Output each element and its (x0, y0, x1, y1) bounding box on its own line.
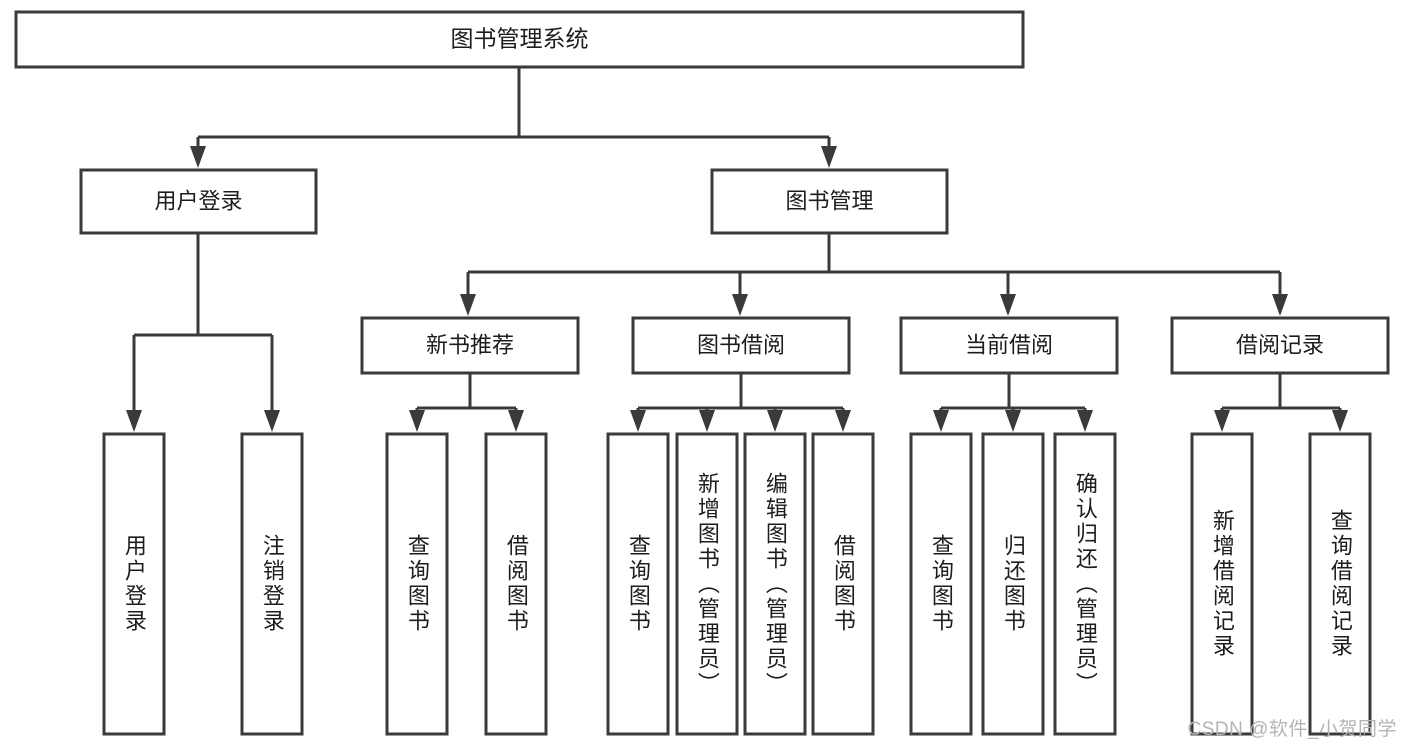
node-book-borrow[interactable]: 图书借阅 (631, 316, 851, 375)
node-book-borrow-label: 图书借阅 (697, 332, 785, 357)
node-borrow-record-label: 借阅记录 (1236, 332, 1324, 357)
node-current-borrow[interactable]: 当前借阅 (899, 316, 1119, 375)
node-user-login[interactable]: 用户登录 (79, 168, 318, 235)
node-current-borrow-rect (899, 316, 1119, 375)
root-drop-0-arrowhead (190, 146, 206, 168)
book-manage-drop-3-arrowhead (1272, 294, 1288, 316)
group-current-borrow-drop-0-arrowhead (933, 410, 949, 432)
node-new-book-recommend-rect (360, 316, 580, 375)
node-leaf-query-book-2-rect (606, 432, 670, 736)
node-leaf-user-logout-rect (240, 432, 304, 736)
node-leaf-user-login[interactable] (102, 432, 166, 736)
node-leaf-return-book[interactable] (981, 432, 1045, 736)
node-leaf-add-record-rect (1190, 432, 1254, 736)
book-manage-drop-1-arrowhead (732, 294, 748, 316)
group-new-book-recommend-drop-1-arrowhead (508, 410, 524, 432)
group-book-borrow-drop-1-arrowhead (699, 410, 715, 432)
node-leaf-add-record[interactable] (1190, 432, 1254, 736)
node-leaf-return-book-rect (981, 432, 1045, 736)
node-leaf-borrow-book-2[interactable] (811, 432, 875, 736)
book-manage-drop-2-arrowhead (1000, 294, 1016, 316)
node-leaf-query-record[interactable] (1308, 432, 1372, 736)
node-book-manage-rect (710, 168, 949, 235)
node-leaf-query-book-2[interactable] (606, 432, 670, 736)
node-leaf-edit-book[interactable] (743, 432, 807, 736)
user-login-drop-1-arrowhead (264, 410, 280, 432)
node-book-manage[interactable]: 图书管理 (710, 168, 949, 235)
group-new-book-recommend-drop-0-arrowhead (409, 410, 425, 432)
group-book-borrow-drop-3-arrowhead (835, 410, 851, 432)
node-leaf-confirm-return[interactable] (1053, 432, 1117, 736)
node-new-book-recommend[interactable]: 新书推荐 (360, 316, 580, 375)
group-borrow-record-drop-0-arrowhead (1214, 410, 1230, 432)
node-book-manage-label: 图书管理 (785, 188, 873, 213)
watermark-text: CSDN @软件_小贺同学 (1187, 719, 1397, 740)
node-leaf-borrow-book-2-rect (811, 432, 875, 736)
node-leaf-user-login-rect (102, 432, 166, 736)
node-book-borrow-rect (631, 316, 851, 375)
group-current-borrow-drop-2-arrowhead (1077, 410, 1093, 432)
node-root-rect (14, 10, 1025, 69)
node-leaf-query-book-3-rect (909, 432, 973, 736)
node-borrow-record-rect (1170, 316, 1390, 375)
node-borrow-record[interactable]: 借阅记录 (1170, 316, 1390, 375)
root-drop-1-arrowhead (821, 146, 837, 168)
node-user-login-rect (79, 168, 318, 235)
group-book-borrow-drop-2-arrowhead (767, 410, 783, 432)
node-current-borrow-label: 当前借阅 (965, 332, 1053, 357)
node-leaf-add-book-rect (675, 432, 739, 736)
node-leaf-edit-book-rect (743, 432, 807, 736)
node-leaf-confirm-return-rect (1053, 432, 1117, 736)
group-borrow-record-drop-1-arrowhead (1332, 410, 1348, 432)
node-leaf-query-book-3[interactable] (909, 432, 973, 736)
group-current-borrow-drop-1-arrowhead (1005, 410, 1021, 432)
node-user-login-label: 用户登录 (154, 188, 242, 213)
node-leaf-borrow-book-1-rect (484, 432, 548, 736)
group-book-borrow-drop-0-arrowhead (630, 410, 646, 432)
node-leaf-query-record-rect (1308, 432, 1372, 736)
node-leaf-add-book[interactable] (675, 432, 739, 736)
book-manage-drop-0-arrowhead (460, 294, 476, 316)
node-leaf-user-logout[interactable] (240, 432, 304, 736)
node-new-book-recommend-label: 新书推荐 (426, 332, 514, 357)
node-leaf-query-book-1[interactable] (385, 432, 449, 736)
node-root[interactable]: 图书管理系统 (14, 10, 1025, 69)
node-leaf-query-book-1-rect (385, 432, 449, 736)
node-root-label: 图书管理系统 (451, 26, 589, 52)
user-login-drop-0-arrowhead (126, 410, 142, 432)
node-leaf-borrow-book-1[interactable] (484, 432, 548, 736)
